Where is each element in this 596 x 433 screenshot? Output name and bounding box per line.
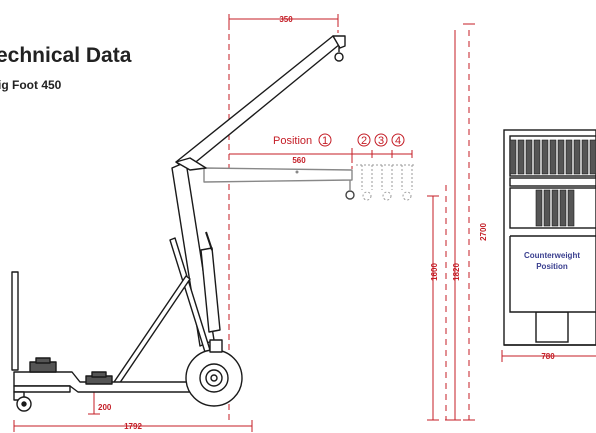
raised-jib (175, 35, 341, 171)
push-handle (11, 271, 19, 371)
counterweight-label-line1: Counterweight (524, 251, 580, 260)
dimension-lines (13, 14, 596, 432)
hydraulic-cylinder (200, 247, 221, 333)
model-name: ig Foot 450 (0, 78, 62, 92)
hook-icon (334, 52, 344, 62)
crane-side-view (11, 35, 415, 412)
weight-stack (509, 139, 596, 227)
position-marker-1: 1 (322, 135, 328, 147)
counterweight-label-line2: Position (536, 262, 568, 271)
position-marker-4: 4 (395, 135, 401, 147)
overall-length-label: 1792 (124, 422, 142, 431)
position-label: Position (273, 135, 312, 147)
counterweight-width-label: 780 (541, 352, 555, 361)
height-max-label: 2700 (479, 223, 488, 241)
height-mid-label: 1820 (452, 263, 461, 281)
position-marker-3: 3 (378, 135, 384, 147)
lowered-hook-icon (345, 190, 355, 200)
ground-clearance-label: 200 (98, 403, 112, 412)
lowered-jib (203, 167, 353, 183)
page-title: echnical Data (0, 44, 132, 67)
height-low-label: 1600 (430, 263, 439, 281)
jib-reach-label: 350 (279, 15, 293, 24)
position-marker-2: 2 (361, 135, 367, 147)
position-markers (318, 133, 405, 147)
ghost-hooks (356, 164, 415, 201)
position-offset-label: 560 (292, 156, 306, 165)
